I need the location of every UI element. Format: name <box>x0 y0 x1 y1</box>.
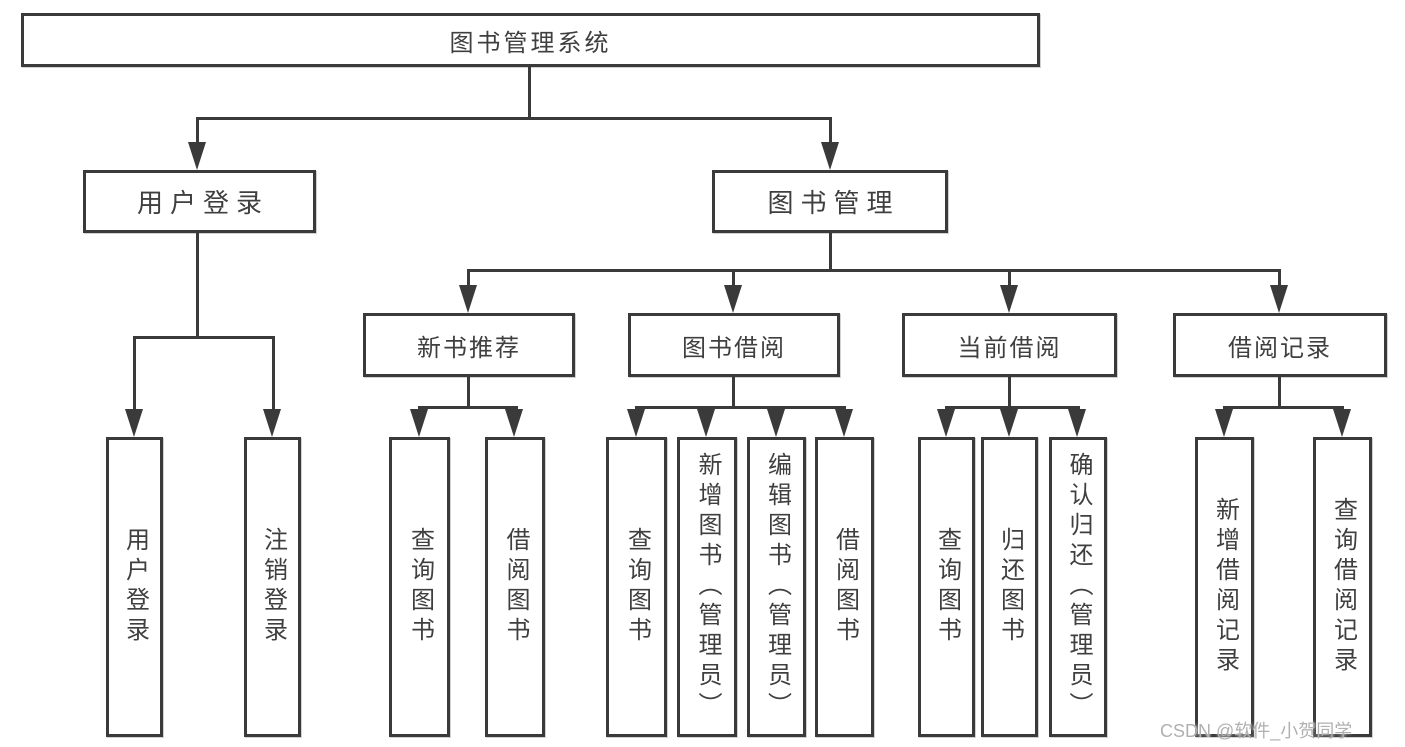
leaf-user-login-label: 用户登录 <box>121 527 149 647</box>
leaf-add-books-admin: 新增图书（管理员） <box>677 437 737 737</box>
arrow-leaf-login <box>125 409 143 437</box>
connector-level3-split <box>467 269 1281 272</box>
leaf-borrow-books: 借阅图书 <box>815 437 874 737</box>
node-book-management-label: 图书管理 <box>767 188 900 218</box>
connector-borrow-record-stem <box>1278 269 1281 289</box>
connector-current-borrow-stem <box>1008 269 1011 289</box>
leaf-add-books-admin-label: 新增图书（管理员） <box>694 452 721 722</box>
connector-level2-split <box>196 117 832 120</box>
connector-book-borrow-split <box>635 406 846 409</box>
arrow-leaf-query-books-3 <box>937 409 955 437</box>
connector-new-book-stem <box>467 269 470 289</box>
leaf-user-login: 用户登录 <box>106 437 163 737</box>
connector-current-borrow-down <box>1008 377 1011 409</box>
leaf-query-books-borrow-label: 查询图书 <box>623 527 651 647</box>
node-current-borrowing-label: 当前借阅 <box>957 334 1062 362</box>
leaf-borrow-books-newrec: 借阅图书 <box>485 437 545 737</box>
connector-leaf-logout-stem <box>272 336 275 414</box>
node-book-borrowing: 图书借阅 <box>628 313 840 377</box>
node-library-system-label: 图书管理系统 <box>449 29 612 57</box>
connector-user-login-stem <box>196 117 199 146</box>
arrow-leaf-borrow-books-1 <box>505 409 523 437</box>
leaf-return-books: 归还图书 <box>981 437 1038 737</box>
node-new-book-recommend-label: 新书推荐 <box>417 334 521 362</box>
arrow-leaf-add-books <box>697 409 715 437</box>
leaf-query-books-current-label: 查询图书 <box>933 527 961 647</box>
connector-book-mgmt-down <box>829 233 832 272</box>
arrow-leaf-borrow-books-2 <box>835 409 853 437</box>
connector-borrow-record-down <box>1278 377 1281 409</box>
node-current-borrowing: 当前借阅 <box>902 313 1117 377</box>
connector-book-borrow-down <box>732 377 735 409</box>
arrow-new-book <box>459 285 477 313</box>
leaf-logout-label: 注销登录 <box>259 527 287 647</box>
node-user-login: 用户登录 <box>83 170 316 233</box>
arrow-leaf-add-record <box>1215 409 1233 437</box>
leaf-edit-books-admin-label: 编辑图书（管理员） <box>763 452 791 722</box>
leaf-query-borrow-record-label: 查询借阅记录 <box>1329 497 1357 677</box>
connector-new-book-down <box>467 377 470 409</box>
arrow-leaf-edit-books <box>767 409 785 437</box>
leaf-query-books-newrec-label: 查询图书 <box>406 527 434 647</box>
node-library-system: 图书管理系统 <box>21 13 1040 67</box>
connector-root-stem <box>528 67 531 120</box>
leaf-confirm-return-admin: 确认归还（管理员） <box>1049 437 1107 737</box>
leaf-query-books-newrec: 查询图书 <box>389 437 450 737</box>
connector-book-borrow-stem <box>732 269 735 289</box>
arrow-leaf-return-books <box>1000 409 1018 437</box>
leaf-query-books-current: 查询图书 <box>918 437 975 737</box>
connector-user-login-down <box>196 233 199 339</box>
connector-borrow-record-split <box>1223 406 1344 409</box>
arrow-leaf-query-books-2 <box>627 409 645 437</box>
leaf-edit-books-admin: 编辑图书（管理员） <box>747 437 806 737</box>
connector-user-login-split <box>133 336 275 339</box>
node-user-login-label: 用户登录 <box>136 188 269 218</box>
node-book-management: 图书管理 <box>712 170 948 233</box>
node-borrowing-records: 借阅记录 <box>1173 313 1387 377</box>
leaf-add-borrow-record: 新增借阅记录 <box>1195 437 1254 737</box>
leaf-add-borrow-record-label: 新增借阅记录 <box>1211 497 1239 677</box>
leaf-borrow-books-label: 借阅图书 <box>831 527 859 647</box>
leaf-return-books-label: 归还图书 <box>996 527 1024 647</box>
connector-new-book-split <box>418 406 518 409</box>
leaf-query-books-borrow: 查询图书 <box>606 437 667 737</box>
leaf-query-borrow-record: 查询借阅记录 <box>1313 437 1372 737</box>
arrow-leaf-confirm-return <box>1068 409 1086 437</box>
arrow-leaf-query-record <box>1333 409 1351 437</box>
node-borrowing-records-label: 借阅记录 <box>1228 334 1332 362</box>
leaf-confirm-return-admin-label: 确认归还（管理员） <box>1065 452 1092 722</box>
arrow-book-borrow <box>724 285 742 313</box>
arrow-current-borrow <box>1000 285 1018 313</box>
leaf-borrow-books-newrec-label: 借阅图书 <box>502 527 529 647</box>
arrow-leaf-logout <box>263 409 281 437</box>
csdn-watermark: CSDN @软件_小贺同学 <box>1160 721 1353 741</box>
connector-current-borrow-split <box>945 406 1080 409</box>
connector-leaf-login-stem <box>133 336 136 414</box>
node-book-borrowing-label: 图书借阅 <box>682 334 786 362</box>
arrow-leaf-query-books-1 <box>410 409 428 437</box>
arrow-book-mgmt <box>821 142 839 170</box>
node-new-book-recommend: 新书推荐 <box>363 313 575 377</box>
arrow-borrow-record <box>1270 285 1288 313</box>
leaf-logout: 注销登录 <box>244 437 301 737</box>
arrow-user-login <box>188 142 206 170</box>
connector-book-mgmt-stem <box>829 117 832 146</box>
